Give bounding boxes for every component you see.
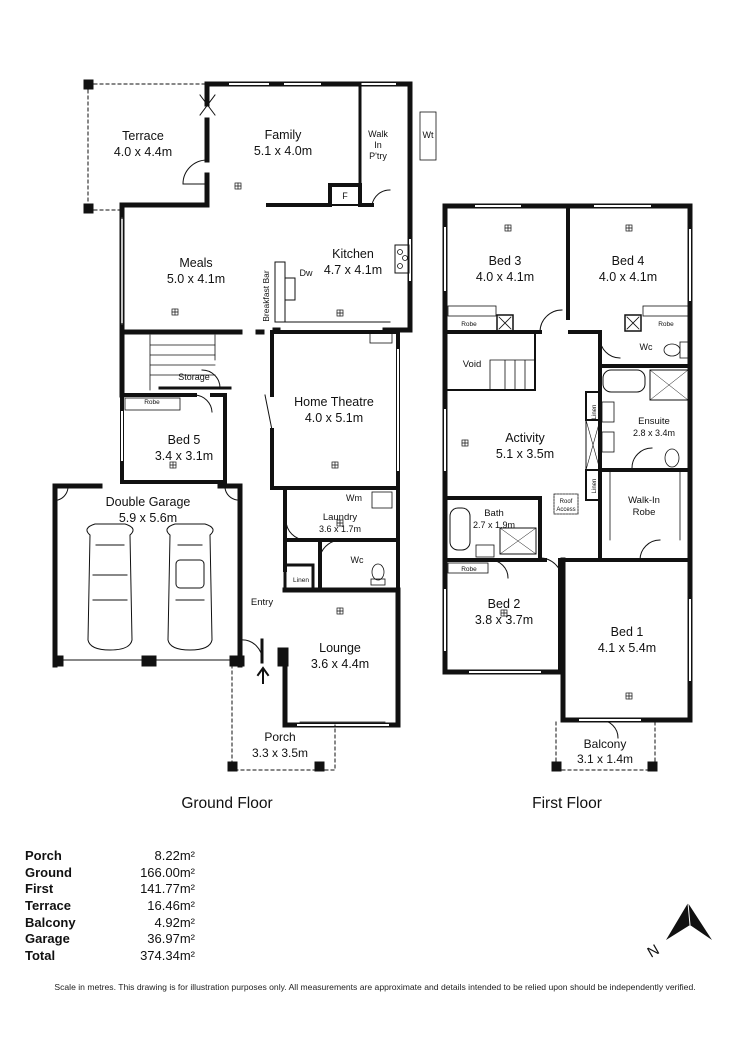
pantry-line2: In <box>374 140 382 150</box>
bed2-robe-label: Robe <box>461 566 477 573</box>
bed1-size: 4.1 x 5.4m <box>598 641 656 655</box>
area-row: Terrace 16.46m² <box>25 898 195 915</box>
ground-floor-title: Ground Floor <box>181 795 272 812</box>
first-linen-1-label: Linen <box>592 405 598 420</box>
walk-in-robe-line1: Walk-In <box>628 495 660 506</box>
area-row: Total 374.34m² <box>25 948 195 965</box>
balcony-size: 3.1 x 1.4m <box>577 752 633 766</box>
balcony-name: Balcony <box>584 737 627 751</box>
lounge-size: 3.6 x 4.4m <box>311 657 369 671</box>
area-value: 16.46m² <box>147 898 195 914</box>
bed2-size: 3.8 x 3.7m <box>475 613 533 627</box>
laundry-name: Laundry <box>323 512 358 523</box>
ground-wc-label: Wc <box>351 555 364 565</box>
bed4-robe-label: Robe <box>658 321 674 328</box>
ensuite-name: Ensuite <box>638 416 670 427</box>
bed2-name: Bed 2 <box>488 597 521 611</box>
family-size: 5.1 x 4.0m <box>254 144 312 158</box>
area-name: Ground <box>25 864 72 880</box>
roof-access-line1: Roof <box>560 499 573 505</box>
area-row: Ground 166.00m² <box>25 865 195 882</box>
area-name: Total <box>25 948 56 964</box>
terrace-size: 4.0 x 4.4m <box>114 145 172 159</box>
garage-name: Double Garage <box>106 495 191 509</box>
area-row: Garage 36.97m² <box>25 931 195 948</box>
room-labels: Terrace 4.0 x 4.4m Family 5.1 x 4.0m Wal… <box>106 128 675 812</box>
activity-size: 5.1 x 3.5m <box>496 447 554 461</box>
area-value: 4.92m² <box>154 914 195 930</box>
balcony-area <box>551 721 658 772</box>
meals-size: 5.0 x 4.1m <box>167 272 225 286</box>
terrace-area <box>83 79 208 214</box>
activity-name: Activity <box>505 431 545 445</box>
ground-linen-label: Linen <box>293 577 309 584</box>
pantry-line3: P'try <box>369 151 387 161</box>
porch-size: 3.3 x 3.5m <box>252 746 308 760</box>
walk-in-robe-line2: Robe <box>633 507 656 518</box>
ensuite-size: 2.8 x 3.4m <box>633 428 675 438</box>
area-value: 8.22m² <box>154 848 195 863</box>
bath-name: Bath <box>484 508 504 519</box>
area-name: Terrace <box>25 898 72 914</box>
bed5-name: Bed 5 <box>168 433 201 447</box>
disclaimer-text: Scale in metres. This drawing is for ill… <box>54 982 696 992</box>
north-arrow-icon: N <box>645 902 712 961</box>
area-value: 141.77m² <box>140 881 195 897</box>
bed4-size: 4.0 x 4.1m <box>599 270 657 284</box>
bed4-name: Bed 4 <box>612 254 645 268</box>
bed3-size: 4.0 x 4.1m <box>476 270 534 284</box>
roof-access-line2: Access <box>556 507 575 513</box>
pantry-line1: Walk <box>368 129 388 139</box>
bed5-size: 3.4 x 3.1m <box>155 449 213 463</box>
fridge-label: F <box>342 191 348 201</box>
area-value: 374.34m² <box>140 948 195 964</box>
area-name: First <box>25 881 54 897</box>
breakfast-bar-label: Breakfast Bar <box>261 270 271 322</box>
dishwasher-label: Dw <box>300 268 313 278</box>
first-wc-label: Wc <box>640 342 653 352</box>
bed3-robe-label: Robe <box>461 321 477 328</box>
water-tank-label: Wt <box>423 130 434 140</box>
ground-floor-plan <box>52 79 437 772</box>
terrace-name: Terrace <box>122 129 164 143</box>
bed1-name: Bed 1 <box>611 625 644 639</box>
bath-size: 2.7 x 1.9m <box>473 520 515 530</box>
area-value: 36.97m² <box>147 931 195 947</box>
area-row: Balcony 4.92m² <box>25 915 195 932</box>
porch-area <box>227 664 336 772</box>
area-name: Garage <box>25 931 70 947</box>
garage-size: 5.9 x 5.6m <box>119 511 177 525</box>
garage-car-left-icon <box>86 523 134 651</box>
first-floor-plan <box>442 203 693 772</box>
laundry-size: 3.6 x 1.7m <box>319 524 361 534</box>
meals-name: Meals <box>179 256 212 270</box>
area-row: First 141.77m² <box>25 881 195 898</box>
garage-car-right-icon <box>166 523 214 651</box>
kitchen-size: 4.7 x 4.1m <box>324 263 382 277</box>
area-name: Porch <box>25 848 62 863</box>
home-theatre-name: Home Theatre <box>294 395 374 409</box>
bed3-name: Bed 3 <box>489 254 522 268</box>
lounge-name: Lounge <box>319 641 361 655</box>
area-name: Balcony <box>25 914 76 930</box>
area-row: Porch 8.22m² <box>25 848 195 865</box>
first-linen-2-label: Linen <box>592 479 598 494</box>
first-floor-title: First Floor <box>532 795 602 812</box>
north-label: N <box>645 941 663 961</box>
entry-label: Entry <box>251 597 273 608</box>
bed5-robe-label: Robe <box>144 399 160 406</box>
family-name: Family <box>265 128 303 142</box>
home-theatre-size: 4.0 x 5.1m <box>305 411 363 425</box>
storage-label: Storage <box>178 372 210 382</box>
kitchen-name: Kitchen <box>332 247 374 261</box>
washing-machine-label: Wm <box>346 493 362 503</box>
area-summary-table: Porch 8.22m² Ground 166.00m² First 141.7… <box>25 848 195 965</box>
void-label: Void <box>463 359 482 370</box>
area-value: 166.00m² <box>140 864 195 880</box>
porch-name: Porch <box>264 730 295 744</box>
